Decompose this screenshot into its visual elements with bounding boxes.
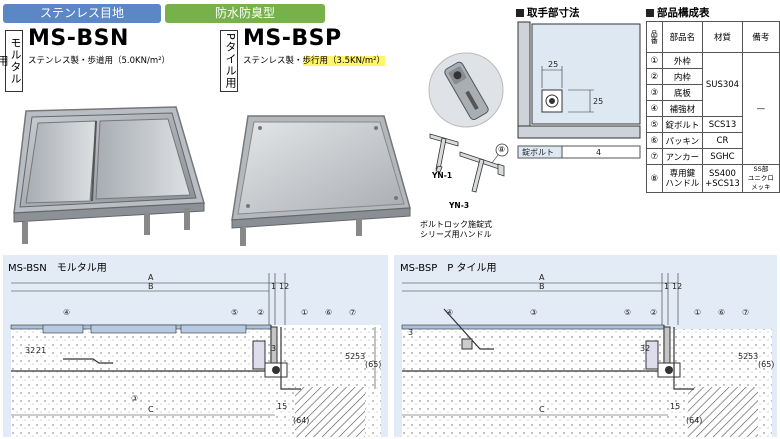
handle-yn1-label: YN-1 (432, 171, 453, 180)
dim-C-left: C (148, 405, 154, 414)
callout-4-right: ④ (446, 308, 453, 317)
row8-name: 専用鍵ハンドル (661, 164, 704, 193)
handle-dimension-diagram: 25 25 錠ボルト 4 (516, 20, 642, 159)
row-no: ④ (646, 100, 663, 117)
row-no: ⑤ (646, 116, 663, 133)
dim-12-right: 12 (672, 282, 682, 291)
row-name: 外枠 (661, 52, 704, 69)
callout-7-right: ⑦ (742, 308, 749, 317)
dim-15-left: 15 (277, 402, 287, 411)
handle-dim-a: 25 (548, 60, 558, 69)
col-name: 部品名 (661, 21, 704, 53)
tag-waterproof: 防水防臭型 (165, 4, 325, 23)
spec-ms-bsp: ステンレス製・歩行用（3.5KN/m²） (243, 56, 386, 66)
material-sus304: SUS304 (702, 52, 743, 117)
row-material: SGHC (702, 148, 743, 165)
handle-yn3-label: YN-3 (449, 201, 470, 210)
callout-4-left: ④ (63, 308, 70, 317)
dim-32-left: 32 (25, 346, 35, 355)
row-no: ⑦ (646, 148, 663, 165)
vertical-label-ptile: Pタイル用 (220, 30, 238, 92)
row8-material: SS400+SCS13 (702, 164, 743, 193)
handle-part8-label: ⑧ (498, 145, 506, 154)
handle-caption-2: シリーズ用ハンドル (420, 230, 492, 239)
dim-1-left: 1 (271, 282, 276, 291)
dim-15-right: 15 (670, 402, 680, 411)
callout-5-right: ⑤ (624, 308, 631, 317)
callout-1-left: ① (301, 308, 308, 317)
handle-dimension-title: 取手部寸法 (516, 5, 580, 20)
section-title-right: MS-BSP P タイル用 (400, 263, 497, 274)
dim-53-left: 53 (355, 352, 365, 361)
row-name: 補強材 (661, 100, 704, 117)
bolt-label: 錠ボルト (522, 147, 554, 157)
key-photo (428, 52, 504, 128)
note-dash: — (741, 52, 780, 165)
row-name: 底板 (661, 84, 704, 101)
ms-bsp-product-image (231, 115, 411, 246)
row8-note: SS部ユニクロメッキ (741, 164, 780, 193)
dim-A-right: A (539, 273, 545, 282)
row-no: ③ (646, 84, 663, 101)
model-ms-bsn: MS-BSN (28, 26, 129, 51)
spec-ms-bsn: ステンレス製・歩道用（5.0KN/m²） (28, 56, 171, 66)
callout-7-left: ⑦ (349, 308, 356, 317)
dim-64-left: (64) (293, 416, 309, 425)
model-ms-bsp: MS-BSP (243, 26, 342, 51)
row-no: ⑧ (646, 164, 663, 193)
col-no: 品番 (646, 21, 663, 53)
section-title-left: MS-BSN モルタル用 (8, 263, 107, 274)
col-note: 備考 (741, 21, 780, 53)
dim-52-right: 52 (738, 352, 748, 361)
dim-3-left: 3 (271, 344, 276, 353)
handle-caption-1: ボルトロック施錠式 (420, 220, 492, 229)
dim-53-right: 53 (748, 352, 758, 361)
row-material: CR (702, 132, 743, 149)
row-no: ① (646, 52, 663, 69)
dim-65-left: (65) (365, 360, 381, 369)
dim-12-left: 12 (279, 282, 289, 291)
callout-6-left: ⑥ (325, 308, 332, 317)
ms-bsn-product-image (13, 106, 205, 244)
section-drawing-left: A B C 1 12 32 21 52 53 (65) 15 (64) 3 ④ … (10, 273, 381, 437)
dim-1-right: 1 (664, 282, 669, 291)
dim-3-right: 3 (408, 328, 413, 337)
callout-5-left: ⑤ (231, 308, 238, 317)
row-no: ② (646, 68, 663, 85)
callout-3-left: ③ (131, 394, 138, 403)
callout-3-right: ③ (530, 308, 537, 317)
row-no: ⑥ (646, 132, 663, 149)
callout-6-right: ⑥ (718, 308, 725, 317)
dim-64-right: (64) (686, 416, 702, 425)
callout-1-right: ① (694, 308, 701, 317)
callout-2-left: ② (257, 308, 264, 317)
parts-table-title: 部品構成表 (646, 5, 710, 20)
dim-32-right: 32 (640, 344, 650, 353)
dim-B-right: B (539, 282, 545, 291)
handle-illustrations (429, 133, 509, 193)
dim-65-right: (65) (758, 360, 774, 369)
vertical-label-mortar: モルタル用 (0, 30, 23, 92)
col-material: 材質 (702, 21, 743, 53)
bolt-count: 4 (596, 148, 601, 157)
dim-C-right: C (539, 405, 545, 414)
dim-52-left: 52 (345, 352, 355, 361)
callout-2-right: ② (650, 308, 657, 317)
handle-dim-b: 25 (593, 97, 603, 106)
dim-B-left: B (148, 282, 154, 291)
row-name: パッキン (661, 132, 704, 149)
dim-A-left: A (148, 273, 154, 282)
tag-stainless-joint: ステンレス目地 (3, 4, 161, 23)
dim-21-left: 21 (36, 346, 46, 355)
row-name: 錠ボルト (661, 116, 704, 133)
section-drawing-right: A B C 1 12 3 32 52 53 (65) 15 (64) ④ ③ ⑤… (401, 273, 774, 437)
row-name: 内枠 (661, 68, 704, 85)
row-material: SCS13 (702, 116, 743, 133)
row-name: アンカー (661, 148, 704, 165)
